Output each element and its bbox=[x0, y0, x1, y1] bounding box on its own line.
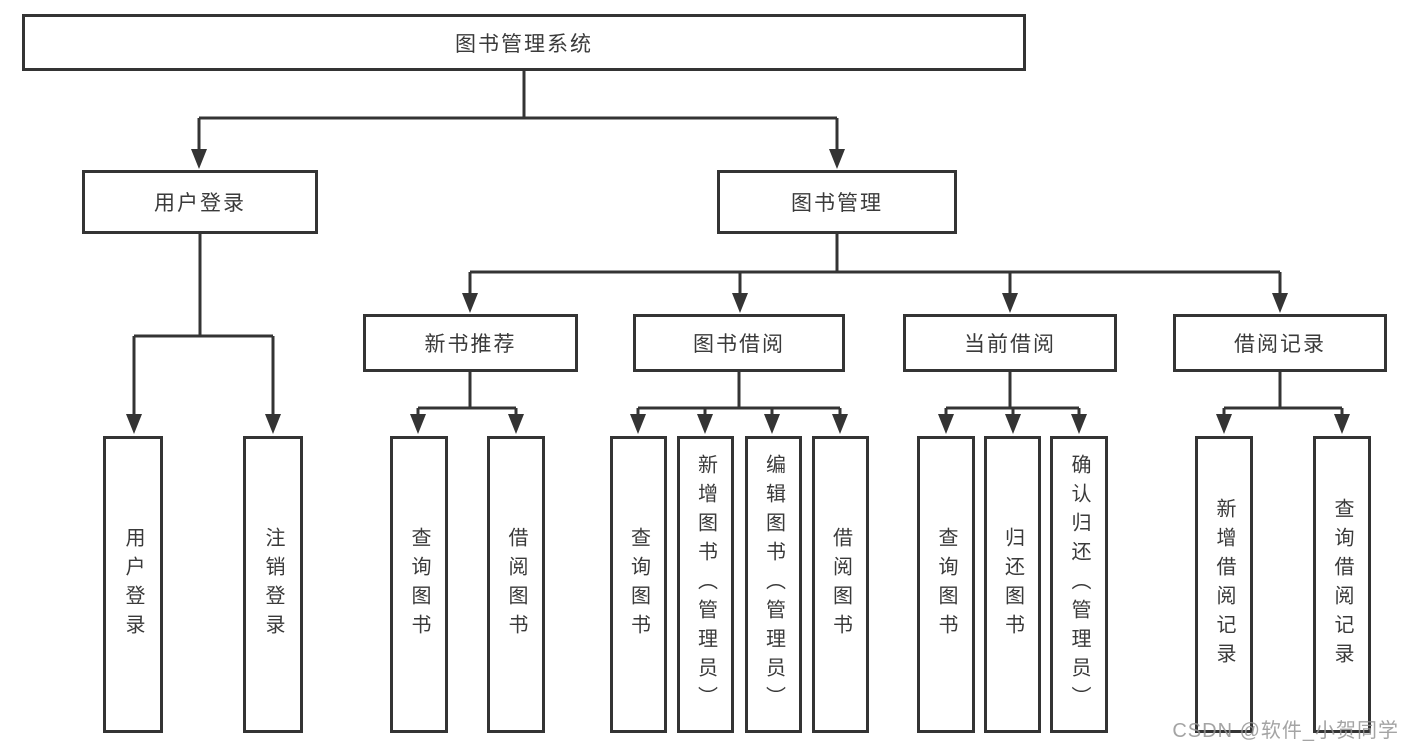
leaf-add-borrow-record-label: 新增借阅记录 bbox=[1213, 497, 1235, 672]
leaf-borrow-book-recommend-label: 借阅图书 bbox=[505, 526, 527, 643]
leaf-confirm-return-admin-label: 确认归还（管理员） bbox=[1068, 454, 1090, 715]
leaf-query-book-recommend: 查询图书 bbox=[390, 436, 448, 733]
node-borrowing-records: 借阅记录 bbox=[1173, 314, 1387, 372]
leaf-query-book-current-label: 查询图书 bbox=[935, 526, 957, 643]
leaf-query-book-label: 查询图书 bbox=[627, 526, 650, 643]
node-user-login: 用户登录 bbox=[82, 170, 318, 234]
node-new-book-recommend: 新书推荐 bbox=[363, 314, 578, 372]
leaf-add-borrow-record: 新增借阅记录 bbox=[1195, 436, 1253, 733]
leaf-logout-label: 注销登录 bbox=[262, 526, 284, 643]
leaf-query-borrow-record-label: 查询借阅记录 bbox=[1331, 497, 1353, 672]
leaf-query-book: 查询图书 bbox=[610, 436, 667, 733]
leaf-confirm-return-admin: 确认归还（管理员） bbox=[1050, 436, 1108, 733]
leaf-query-borrow-record: 查询借阅记录 bbox=[1313, 436, 1371, 733]
node-root-system: 图书管理系统 bbox=[22, 14, 1026, 71]
leaf-add-book-admin-label: 新增图书（管理员） bbox=[694, 454, 717, 715]
leaf-query-book-recommend-label: 查询图书 bbox=[408, 526, 430, 643]
leaf-user-login: 用户登录 bbox=[103, 436, 163, 733]
node-book-management: 图书管理 bbox=[717, 170, 957, 234]
node-current-borrowing: 当前借阅 bbox=[903, 314, 1117, 372]
leaf-borrow-book-recommend: 借阅图书 bbox=[487, 436, 545, 733]
leaf-return-book-label: 归还图书 bbox=[1001, 526, 1024, 643]
csdn-watermark: CSDN @软件_小贺同学 bbox=[1172, 720, 1399, 742]
leaf-logout: 注销登录 bbox=[243, 436, 303, 733]
leaf-add-book-admin: 新增图书（管理员） bbox=[677, 436, 734, 733]
leaf-query-book-current: 查询图书 bbox=[917, 436, 975, 733]
node-book-borrowing: 图书借阅 bbox=[633, 314, 845, 372]
leaf-return-book: 归还图书 bbox=[984, 436, 1041, 733]
leaf-user-login-label: 用户登录 bbox=[122, 526, 144, 643]
leaf-edit-book-admin: 编辑图书（管理员） bbox=[745, 436, 802, 733]
leaf-borrow-book: 借阅图书 bbox=[812, 436, 869, 733]
leaf-edit-book-admin-label: 编辑图书（管理员） bbox=[762, 454, 785, 715]
leaf-borrow-book-label: 借阅图书 bbox=[829, 526, 852, 643]
